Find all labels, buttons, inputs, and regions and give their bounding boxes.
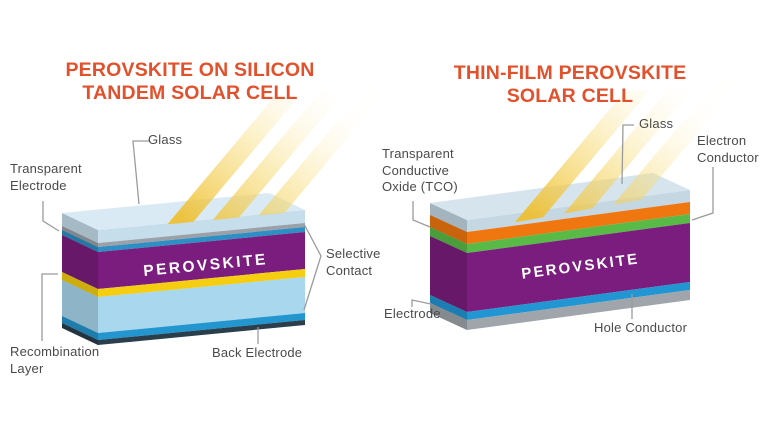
left-cap-shade-overlay	[62, 213, 98, 345]
right-front-electron-conductor	[467, 214, 690, 253]
electron-conductor-label: Electron Conductor	[697, 133, 759, 166]
back-electrode-label: Back Electrode	[212, 345, 303, 360]
left-title-line2: TANDEM SOLAR CELL	[82, 82, 298, 104]
left-front-silicon	[98, 277, 305, 333]
transparent-electrode-label: Transparent Electrode	[10, 161, 82, 194]
electrode-label: Electrode	[384, 306, 441, 321]
left-cap-selective-contact-bottom	[62, 316, 98, 340]
left-cap-perovskite	[62, 235, 98, 289]
electron-conductor-label-line1: Electron	[697, 133, 747, 148]
glass-pointer-line	[132, 140, 150, 205]
right-cap-tco	[430, 215, 467, 244]
left-cap-back-electrode	[62, 323, 98, 345]
left-front-selective-contact-top	[98, 227, 305, 252]
right-panel-title: THIN-FILM PEROVSKITE SOLAR CELL	[380, 62, 760, 108]
left-cap-silicon	[62, 280, 98, 333]
left-front-perovskite	[98, 232, 305, 289]
right-front-hole-conductor	[467, 282, 690, 320]
transparent-electrode-label-line2: Electrode	[10, 177, 67, 193]
light-beam	[242, 86, 378, 231]
light-beam	[196, 91, 345, 231]
transparent-electrode-label-line1: Transparent	[10, 161, 82, 176]
selective-contact-bracket-line	[303, 223, 322, 311]
right-cap-hole-conductor	[430, 295, 467, 320]
right-glass-label: Glass	[639, 116, 674, 131]
tco-label-line2: Conductive	[382, 162, 450, 178]
right-cap-perovskite	[430, 236, 467, 312]
left-cap-recombination-layer	[62, 272, 98, 297]
left-front-back-electrode	[98, 320, 305, 345]
left-front-recombination-layer	[98, 269, 305, 297]
light-beam	[546, 86, 695, 231]
left-light-beams	[150, 86, 378, 231]
selective-contact-label-line1: Selective	[326, 246, 381, 261]
light-beam	[150, 96, 299, 231]
right-light-beams	[500, 81, 741, 231]
right-cap-shade-overlay	[430, 203, 467, 330]
right-title-line1: THIN-FILM PEROVSKITE	[453, 62, 687, 84]
left-cell-box: PEROVSKITE	[62, 193, 305, 345]
recombination-layer-label-line2: Layer	[10, 360, 44, 376]
recombination-layer-label-line1: Recombination	[10, 344, 100, 359]
left-front-transparent-electrode	[98, 223, 305, 247]
left-title-line1: PEROVSKITE ON SILICON	[65, 59, 315, 81]
glass-pointer-line	[621, 124, 634, 185]
recombination-layer-pointer-line	[41, 273, 58, 341]
hole-conductor-label: Hole Conductor	[594, 320, 688, 335]
tco-label: Transparent Conductive Oxide (TCO)	[382, 146, 458, 196]
right-pointer-lines	[411, 124, 714, 319]
electrode-pointer-line	[411, 299, 432, 307]
left-panel-title: PEROVSKITE ON SILICON TANDEM SOLAR CELL	[0, 59, 380, 105]
left-front-selective-contact-bottom	[98, 313, 305, 340]
right-cap-glass	[430, 203, 467, 232]
right-cell-box: PEROVSKITE	[430, 173, 690, 330]
left-front-glass	[98, 210, 305, 243]
right-front-electrode	[467, 290, 690, 330]
transparent-electrode-pointer-line	[42, 201, 60, 232]
electron-conductor-label-line2: Conductor	[697, 149, 759, 165]
right-cap-electrode	[430, 303, 467, 330]
electron-conductor-pointer-line	[691, 167, 714, 221]
tco-pointer-line	[412, 201, 431, 228]
recombination-layer-label: Recombination Layer	[10, 344, 99, 377]
right-cap-electron-conductor	[430, 227, 467, 253]
tco-label-line1: Transparent	[382, 146, 454, 161]
left-cap-selective-contact-top	[62, 230, 98, 252]
right-title-line2: SOLAR CELL	[506, 85, 634, 107]
left-pointer-lines	[41, 140, 322, 344]
tco-label-line3: Oxide (TCO)	[382, 179, 458, 194]
light-beam	[500, 91, 649, 231]
selective-contact-label-line2: Contact	[326, 262, 373, 278]
light-beam	[592, 81, 741, 230]
left-cap-transparent-electrode	[62, 226, 98, 247]
right-front-perovskite	[467, 223, 690, 312]
left-glass-label: Glass	[148, 132, 183, 147]
left-cap-glass	[62, 213, 98, 243]
selective-contact-label: Selective Contact	[326, 246, 381, 279]
right-front-tco	[467, 202, 690, 244]
